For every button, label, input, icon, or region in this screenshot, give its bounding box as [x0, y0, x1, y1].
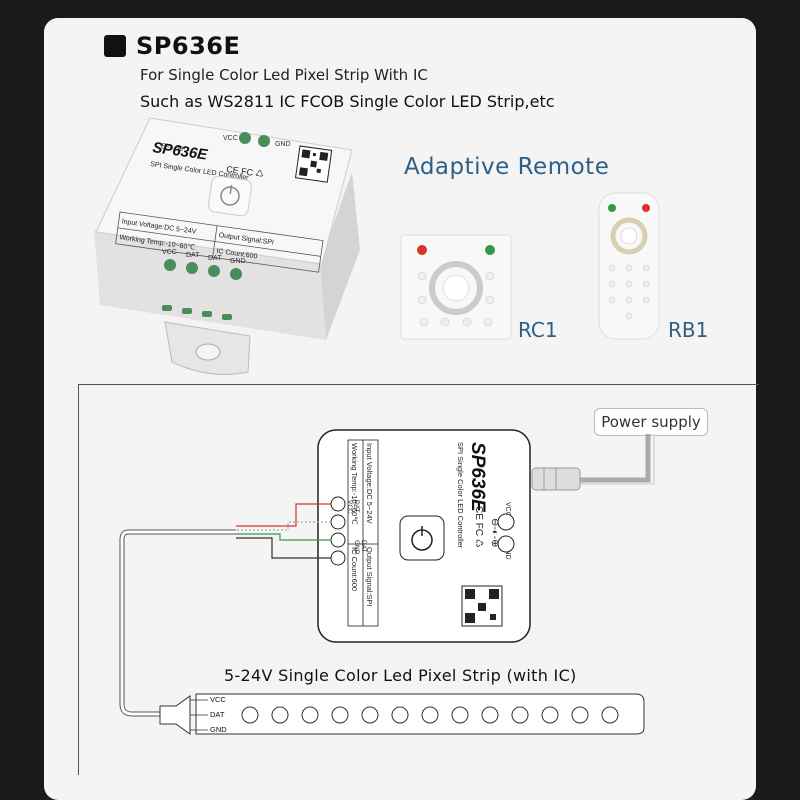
- title-row: SP636E: [104, 32, 240, 60]
- diagram-spec-output: Output Signal:SPI: [365, 547, 374, 607]
- rc1-remote-photo: [400, 234, 512, 340]
- svg-text:⊖-◐-⊕: ⊖-◐-⊕: [489, 518, 500, 547]
- subtitle-1: For Single Color Led Pixel Strip With IC: [140, 66, 428, 84]
- svg-text:⊖-◐-⊕: ⊖-◐-⊕: [160, 141, 185, 153]
- diagram-desc-label: SPI Single Color LED Controller: [456, 442, 465, 549]
- rc1-label: RC1: [518, 318, 558, 342]
- diagram-spec-temp: Working Temp:-10~60℃: [350, 443, 359, 525]
- strip-label-gnd: GND: [210, 725, 227, 734]
- page-title: SP636E: [136, 32, 241, 60]
- power-supply-label: Power supply: [594, 408, 708, 436]
- terminal-vcc: VCC: [346, 500, 353, 514]
- terminal-dat-1: DAT: [353, 500, 360, 513]
- wiring-diagram-frame: [78, 384, 759, 775]
- terminal-gnd: GND: [353, 540, 360, 555]
- strip-title: 5-24V Single Color Led Pixel Strip (with…: [224, 666, 577, 685]
- svg-text:VCC: VCC: [162, 249, 177, 256]
- rb1-remote-photo: [598, 192, 660, 340]
- adaptive-remote-heading: Adaptive Remote: [404, 154, 610, 180]
- strip-label-vcc: VCC: [210, 695, 226, 704]
- svg-text:GND: GND: [275, 141, 291, 148]
- svg-text:DAT: DAT: [208, 255, 222, 262]
- diagram-vcc-label: VCC: [504, 502, 511, 517]
- diagram-spec-input: Input Voltage:DC 5~24V: [365, 443, 374, 524]
- svg-text:CE FC ♺: CE FC ♺: [473, 506, 484, 548]
- rb1-label: RB1: [668, 318, 709, 342]
- svg-text:GND: GND: [230, 258, 246, 265]
- subtitle-2: Such as WS2811 IC FCOB Single Color LED …: [140, 92, 555, 111]
- svg-text:VCC: VCC: [223, 135, 238, 142]
- diagram-spec-ic: IC Count:600: [350, 547, 359, 591]
- diagram-brand-label: SP636E: [467, 442, 488, 513]
- terminal-dat-2: DAT: [360, 540, 367, 553]
- strip-label-dat: DAT: [210, 710, 225, 719]
- title-square-icon: [104, 35, 126, 57]
- svg-text:DAT: DAT: [186, 252, 200, 259]
